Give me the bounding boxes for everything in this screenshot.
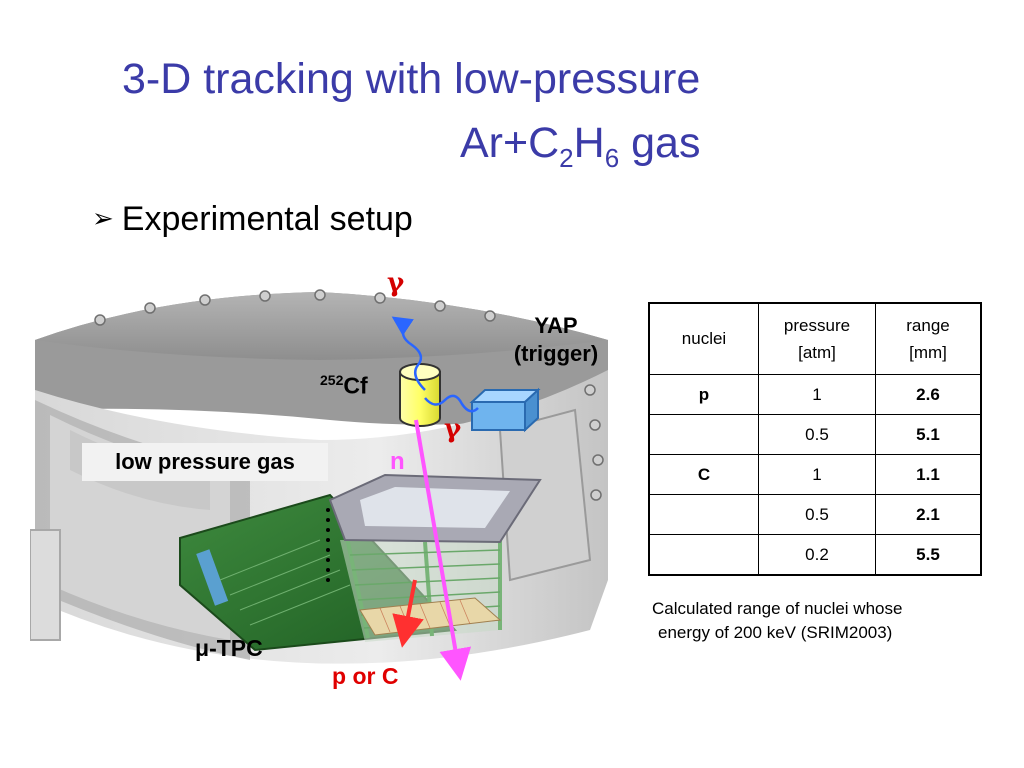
bullet-arrow-icon: ➢ [92, 203, 114, 233]
cf252-mass-number: 252 [320, 372, 344, 388]
slide-title-line2: Ar+C2H6 gas [460, 119, 701, 172]
title-subscript-2: 2 [559, 143, 574, 173]
cell-range: 1.1 [875, 454, 982, 495]
yap-label-line2: (trigger) [513, 340, 599, 366]
cell-pressure: 0.5 [758, 494, 876, 535]
gamma-label-mid: γ [444, 414, 462, 444]
header-pressure: pressure[atm] [758, 302, 876, 375]
cell-nuclei [648, 494, 759, 535]
cell-pressure: 1 [758, 454, 876, 495]
cell-range: 2.6 [875, 374, 982, 415]
cf252-label: 252Cf [320, 372, 368, 400]
cell-pressure: 1 [758, 374, 876, 415]
caption-line1: Calculated range of nuclei whose [652, 599, 903, 618]
range-table: nuclei pressure[atm] range[mm] p 1 2.6 0… [648, 302, 982, 576]
cell-nuclei [648, 414, 759, 455]
cell-nuclei: p [648, 374, 759, 415]
recoil-label: p or C [332, 663, 399, 689]
yap-detector [469, 387, 541, 433]
flange-bolts [94, 289, 604, 501]
yap-label: YAP (trigger) [497, 312, 615, 367]
cell-pressure: 0.5 [758, 414, 876, 455]
table-row: 0.5 5.1 [648, 414, 982, 455]
cf252-element: Cf [343, 372, 368, 399]
table-row: 0.5 2.1 [648, 494, 982, 535]
bullet-text: Experimental setup [121, 200, 413, 238]
table-header-row: nuclei pressure[atm] range[mm] [648, 302, 982, 375]
tpc-mu: μ [195, 635, 210, 661]
title-formula-ar: Ar+C [460, 119, 560, 167]
header-range: range[mm] [875, 302, 982, 375]
cell-range: 5.5 [875, 534, 982, 576]
tpc-label: μ-TPC [195, 635, 263, 662]
header-nuclei: nuclei [648, 302, 759, 375]
cell-pressure: 0.2 [758, 534, 876, 576]
title-subscript-6: 6 [604, 143, 620, 173]
title-formula-h: H [573, 119, 605, 167]
cell-nuclei [648, 534, 759, 576]
cf252-source [399, 363, 441, 427]
low-pressure-gas-label: low pressure gas [82, 443, 328, 481]
bullet-item: ➢Experimental setup [92, 200, 413, 239]
yap-label-line1: YAP [534, 313, 578, 338]
neutron-label: n [390, 448, 405, 475]
table-row: 0.2 5.5 [648, 534, 982, 576]
table-row: C 1 1.1 [648, 454, 982, 495]
cell-range: 5.1 [875, 414, 982, 455]
neutron-track [414, 419, 472, 681]
table-row: p 1 2.6 [648, 374, 982, 415]
cell-range: 2.1 [875, 494, 982, 535]
caption-line2: energy of 200 keV (SRIM2003) [658, 622, 893, 642]
cell-nuclei: C [648, 454, 759, 495]
gamma-label-top: γ [387, 268, 405, 298]
gamma-ray-path-yap [424, 394, 479, 413]
recoil-track [392, 579, 424, 648]
slide-title-line1: 3-D tracking with low-pressure [122, 55, 701, 103]
table-caption: Calculated range of nuclei whose energy … [640, 597, 1000, 645]
title-formula-gas: gas [619, 119, 701, 167]
tpc-text: -TPC [209, 635, 263, 661]
gamma-ray-path-up [391, 316, 426, 391]
